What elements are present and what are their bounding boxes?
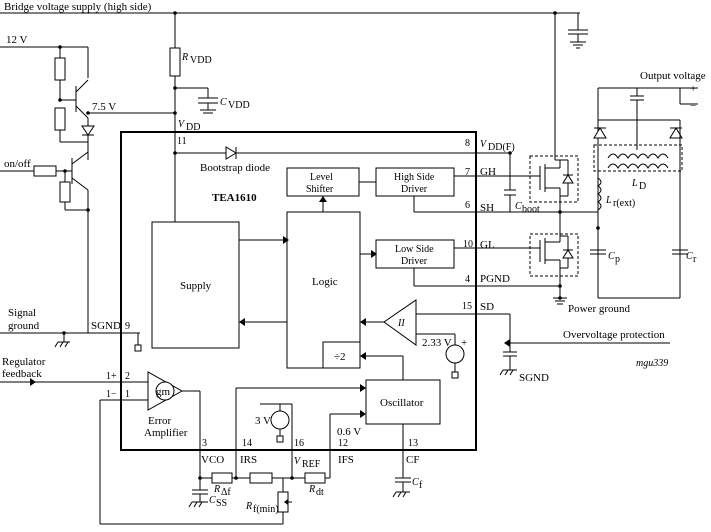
onoff-label: on/off bbox=[4, 158, 31, 170]
pin13: 13 bbox=[408, 438, 418, 449]
tea1610-chip bbox=[120, 131, 477, 451]
rvdd-sub: VDD bbox=[190, 55, 212, 66]
gm-label: gm bbox=[156, 386, 171, 398]
lrext-label: L bbox=[605, 195, 612, 206]
regulator-line2: feedback bbox=[2, 368, 42, 380]
bridge-supply-label: Bridge voltage supply (high side) bbox=[4, 1, 152, 13]
7v5-label: 7.5 V bbox=[92, 101, 116, 113]
rfmin-label: R bbox=[245, 501, 252, 512]
ls-driver-line1: Low Side bbox=[395, 244, 434, 255]
vref-label: V bbox=[294, 456, 302, 467]
pin7: 7 bbox=[465, 167, 470, 178]
gl-label: GL bbox=[480, 239, 495, 251]
low-side-driver-block bbox=[375, 239, 455, 269]
output-minus: − bbox=[690, 100, 696, 112]
signal-ground-line2: ground bbox=[8, 320, 40, 332]
ld-sub: D bbox=[639, 181, 646, 192]
cf-sub: f bbox=[419, 480, 423, 491]
supply-label: Supply bbox=[180, 280, 212, 292]
pin1: 1 bbox=[125, 389, 130, 400]
cr-label: C bbox=[686, 251, 693, 262]
vddf-label: V bbox=[480, 139, 488, 150]
pin15: 15 bbox=[462, 301, 472, 312]
cp-label: C bbox=[608, 251, 615, 262]
pgnd-label: PGND bbox=[480, 273, 510, 285]
cr-sub: r bbox=[693, 254, 697, 265]
vdd-label: V bbox=[178, 119, 186, 130]
rvdd-label: R bbox=[181, 52, 188, 63]
gh-label: GH bbox=[480, 166, 496, 178]
2v33-label: 2.33 V bbox=[422, 337, 452, 349]
schmitt-label: II bbox=[397, 318, 405, 329]
pin11: 11 bbox=[177, 136, 187, 147]
cvdd-sub: VDD bbox=[228, 100, 250, 111]
rdf-label: R bbox=[213, 484, 220, 495]
rdf-sub: Δf bbox=[221, 487, 231, 498]
css-sub: SS bbox=[216, 498, 227, 509]
cf-pin-label: CF bbox=[406, 454, 419, 466]
oscillator-label: Oscillator bbox=[380, 397, 424, 409]
pin2-polarity: 1+ bbox=[106, 371, 117, 382]
pin16: 16 bbox=[294, 438, 304, 449]
output-plus: + bbox=[690, 83, 696, 95]
ld-label: L bbox=[631, 178, 638, 189]
3v-label: 3 V bbox=[255, 415, 271, 427]
vref-sub: REF bbox=[302, 459, 321, 470]
rdt-label: R bbox=[308, 484, 315, 495]
cvdd-label: C bbox=[220, 97, 227, 108]
supply-block bbox=[151, 221, 240, 349]
cboot-label: C bbox=[515, 201, 522, 212]
pin6: 6 bbox=[465, 200, 470, 211]
vddf-sub: DD(F) bbox=[488, 142, 515, 153]
lrext-sub: r(ext) bbox=[613, 198, 635, 209]
12v-label: 12 V bbox=[6, 34, 28, 46]
css-label: C bbox=[209, 495, 216, 506]
output-voltage-label: Output voltage bbox=[640, 70, 706, 82]
sgnd-label: SGND bbox=[91, 320, 121, 332]
pin8: 8 bbox=[465, 138, 470, 149]
pin12: 12 bbox=[338, 438, 348, 449]
pin14: 14 bbox=[242, 438, 252, 449]
sh-label: SH bbox=[480, 202, 494, 214]
regulator-line1: Regulator bbox=[2, 356, 46, 368]
chip-label: TEA1610 bbox=[212, 192, 257, 204]
signal-ground-line1: Signal bbox=[8, 307, 36, 319]
bootstrap-label: Bootstrap diode bbox=[200, 162, 270, 174]
error-amp-line2: Amplifier bbox=[144, 427, 188, 439]
hs-driver-line1: High Side bbox=[394, 172, 435, 183]
pin1-polarity: 1− bbox=[106, 389, 117, 400]
ls-driver-line2: Driver bbox=[401, 256, 428, 267]
logic-label: Logic bbox=[312, 276, 338, 288]
rdt-sub: dt bbox=[316, 487, 324, 498]
cf-label: C bbox=[412, 477, 419, 488]
div2-label: ÷2 bbox=[334, 351, 346, 363]
cboot-sub: boot bbox=[522, 204, 540, 215]
high-side-driver-block bbox=[375, 167, 455, 197]
level-shifter-line1: Level bbox=[310, 172, 333, 183]
pin9: 9 bbox=[125, 321, 130, 332]
error-amp-line1: Error bbox=[148, 415, 172, 427]
vco-label: VCO bbox=[201, 454, 224, 466]
level-shifter-line2: Shifter bbox=[306, 184, 334, 195]
pin2: 2 bbox=[125, 371, 130, 382]
vdd-sub: DD bbox=[186, 122, 200, 133]
irs-label: IRS bbox=[240, 454, 257, 466]
sgnd2-label: SGND bbox=[519, 372, 549, 384]
mgu-label: mgu339 bbox=[636, 358, 668, 369]
divide-by-2-block bbox=[322, 341, 361, 369]
ifs-label: IFS bbox=[338, 454, 354, 466]
ovp-label: Overvoltage protection bbox=[563, 329, 665, 341]
hs-driver-line2: Driver bbox=[401, 184, 428, 195]
rfmin-sub: f(min) bbox=[253, 504, 279, 515]
plus-233: + bbox=[461, 337, 467, 349]
cp-sub: p bbox=[615, 254, 620, 265]
pin10: 10 bbox=[463, 239, 473, 250]
pin4: 4 bbox=[465, 274, 470, 285]
power-ground-label: Power ground bbox=[568, 303, 631, 315]
pin3: 3 bbox=[202, 438, 207, 449]
sd-label: SD bbox=[480, 301, 494, 313]
0v6-label: 0.6 V bbox=[337, 426, 361, 438]
